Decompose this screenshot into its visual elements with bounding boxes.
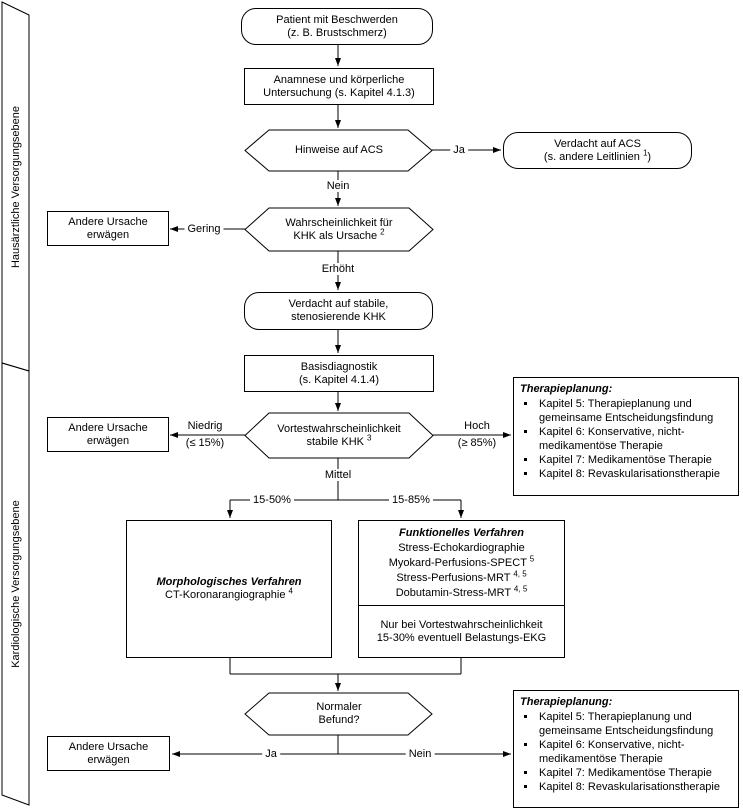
process-andere-ursache-3: Andere Ursache erwägen xyxy=(47,736,170,771)
andere-ursache-3-label: Andere Ursache erwägen xyxy=(68,740,149,766)
funkt-line1: Stress-Echokardiographie xyxy=(398,541,525,554)
decision-normaler-befund: Normaler Befund? xyxy=(255,693,423,735)
info-therapieplanung-1: Therapieplanung: Kapitel 5: Therapieplan… xyxy=(513,377,739,496)
terminal-verdacht-acs: Verdacht auf ACS (s. andere Leitlinien 1… xyxy=(503,132,692,169)
therapieplanung-2-list: Kapitel 5: Therapieplanung und gemeinsam… xyxy=(520,710,734,794)
verdacht-acs-line2: (s. andere Leitlinien 1) xyxy=(543,147,652,163)
decision-hinweise-acs: Hinweise auf ACS xyxy=(255,130,423,171)
edge-label-hoch: Hoch xyxy=(464,420,490,432)
footnote-4-5: 4, 5 xyxy=(513,568,527,578)
funkt-line2: Myokard-Perfusions-SPECT 5 xyxy=(388,553,535,569)
edge-label-niedrig-pct: (≤ 15%) xyxy=(185,437,225,449)
list-item: Kapitel 6: Konservative, nicht-medikamen… xyxy=(537,425,734,453)
edge-label-ja-top: Ja xyxy=(450,144,468,156)
edge-label-hoch-pct: (≥ 85%) xyxy=(457,437,497,449)
decision-befund-shape xyxy=(244,692,433,736)
footnote-4-5: 4, 5 xyxy=(513,583,528,593)
edge-label-nein-top: Nein xyxy=(323,180,353,192)
list-item: Kapitel 8: Revaskularisationstherapie xyxy=(537,467,734,481)
sidebar-band-bottom xyxy=(1,362,30,806)
morph-title: Morphologisches Verfahren xyxy=(156,576,302,588)
decision-khk-ursache-shape xyxy=(244,207,434,252)
process-morphologisches-verfahren: Morphologisches Verfahren CT-Koronarangi… xyxy=(126,520,332,658)
therapieplanung-1-list: Kapitel 5: Therapieplanung und gemeinsam… xyxy=(520,397,734,481)
sidebar-label-kardiologisch: Kardiologische Versorgungsebene xyxy=(10,500,22,668)
list-item: Kapitel 8: Revaskularisationstherapie xyxy=(537,780,734,794)
funkt-line4: Dobutamin-Stress-MRT 4, 5 xyxy=(395,583,528,599)
andere-ursache-2-label: Andere Ursache erwägen xyxy=(68,421,148,447)
footnote-3: 3 xyxy=(367,432,372,442)
edge-label-15-50: 15-50% xyxy=(250,494,294,506)
andere-ursache-1-label: Andere Ursache erwägen xyxy=(68,215,148,241)
normaler-befund-label: Normaler Befund? xyxy=(316,701,362,726)
process-andere-ursache-2: Andere Ursache erwägen xyxy=(47,417,169,452)
process-basisdiagnostik: Basisdiagnostik (s. Kapitel 4.1.4) xyxy=(244,355,434,392)
note-belastungs-ekg: Nur bei Vortestwahrscheinlichkeit 15-30%… xyxy=(358,605,565,658)
belastungs-ekg-label: Nur bei Vortestwahrscheinlichkeit 15-30%… xyxy=(376,618,547,644)
vortest-line2: stabile KHK 3 xyxy=(306,432,372,448)
edge-label-15-85: 15-85% xyxy=(389,494,433,506)
list-item: Kapitel 6: Konservative, nicht-medikamen… xyxy=(537,738,734,766)
footnote-4: 4 xyxy=(288,586,293,596)
footnote-1: 1 xyxy=(642,147,648,157)
list-item: Kapitel 7: Medikamentöse Therapie xyxy=(537,766,734,780)
edge-label-mittel: Mittel xyxy=(321,469,355,481)
process-funktionelles-verfahren: Funktionelles Verfahren Stress-Echokardi… xyxy=(358,520,565,606)
info-therapieplanung-2: Therapieplanung: Kapitel 5: Therapieplan… xyxy=(513,690,739,808)
process-anamnese: Anamnese und körperliche Untersuchung (s… xyxy=(244,68,434,105)
therapieplanung-2-title: Therapieplanung: xyxy=(520,696,613,708)
list-item: Kapitel 5: Therapieplanung und gemeinsam… xyxy=(537,710,734,738)
edge-label-niedrig: Niedrig xyxy=(187,420,223,432)
funkt-line3: Stress-Perfusions-MRT 4, 5 xyxy=(396,568,527,584)
morph-method: CT-Koronarangiographie 4 xyxy=(165,586,293,601)
sidebar-label-hausaerztlich: Hausärztliche Versorgungsebene xyxy=(10,105,22,269)
footnote-5: 5 xyxy=(529,553,535,563)
patient-label: Patient mit Beschwerden (z. B. Brustschm… xyxy=(276,13,398,39)
funkt-title: Funktionelles Verfahren xyxy=(399,526,524,539)
hinweise-acs-label: Hinweise auf ACS xyxy=(294,144,384,156)
khk-ursache-line1: Wahrscheinlichkeit für xyxy=(285,216,393,229)
vortest-line1: Vortestwahrscheinlichkeit xyxy=(277,422,401,435)
anamnese-label: Anamnese und körperliche Untersuchung (s… xyxy=(263,73,415,99)
edge-label-gering: Gering xyxy=(184,223,224,235)
decision-khk-ursache: Wahrscheinlichkeit für KHK als Ursache 2 xyxy=(255,208,423,251)
basisdiagnostik-label: Basisdiagnostik (s. Kapitel 4.1.4) xyxy=(298,360,380,386)
edge-label-nein-bottom: Nein xyxy=(405,748,435,760)
khk-ursache-line2: KHK als Ursache 2 xyxy=(293,226,385,242)
terminal-stabile-khk: Verdacht auf stabile, stenosierende KHK xyxy=(244,292,433,330)
therapieplanung-1-title: Therapieplanung: xyxy=(520,383,613,395)
verdacht-acs-line1: Verdacht auf ACS xyxy=(554,137,641,150)
decision-vortest: Vortestwahrscheinlichkeit stabile KHK 3 xyxy=(255,413,423,458)
process-andere-ursache-1: Andere Ursache erwägen xyxy=(47,211,169,246)
list-item: Kapitel 7: Medikamentöse Therapie xyxy=(537,453,734,467)
stabile-khk-label: Verdacht auf stabile, stenosierende KHK xyxy=(288,298,389,323)
footnote-2: 2 xyxy=(380,226,385,236)
start-node-patient: Patient mit Beschwerden (z. B. Brustschm… xyxy=(241,8,433,45)
edge-label-erhoeht: Erhöht xyxy=(318,263,358,275)
list-item: Kapitel 5: Therapieplanung und gemeinsam… xyxy=(537,397,734,425)
edge-label-ja-bottom: Ja xyxy=(262,748,280,760)
